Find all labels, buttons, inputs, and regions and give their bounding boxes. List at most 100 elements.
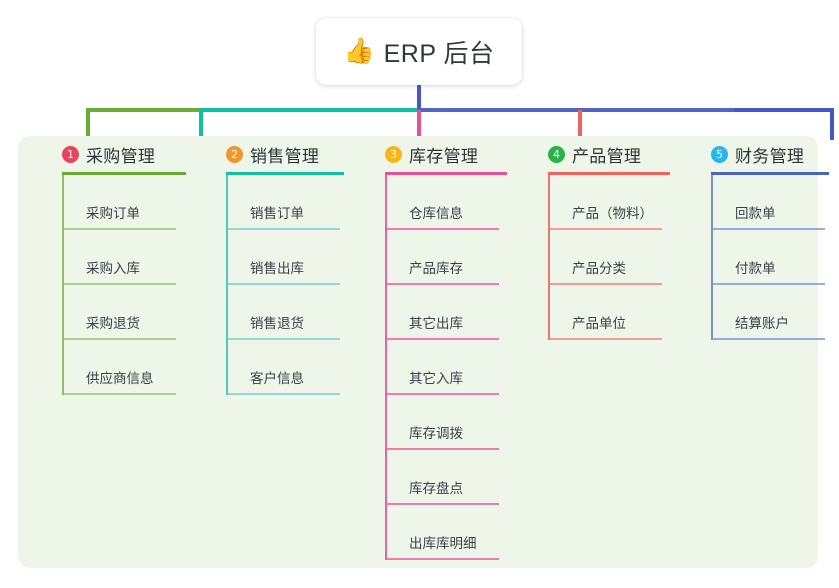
category-underline-4 [548,172,670,175]
connector-drop-category-5 [830,110,834,140]
category-column-3: 3 库存管理仓库信息产品库存其它出库其它入库库存调拨库存盘点出库库明细 [363,136,507,560]
menu-item[interactable]: 采购退货 [64,285,186,340]
menu-item-label: 其它入库 [409,371,463,386]
menu-item-underline [64,338,176,340]
category-badge-5: 5 [711,145,728,163]
menu-item[interactable]: 库存调拨 [387,395,507,450]
category-spine-5 [711,175,713,340]
menu-item-underline [550,228,662,230]
menu-item[interactable]: 产品分类 [550,230,670,285]
connector-drop-category-4 [578,110,582,140]
menu-item[interactable]: 付款单 [713,230,829,285]
menu-item-underline [387,503,499,505]
category-spine-4 [548,175,550,340]
menu-item[interactable]: 产品单位 [550,285,670,340]
menu-item[interactable]: 产品（物料） [550,175,670,230]
menu-item[interactable]: 采购订单 [64,175,186,230]
category-items-2: 销售订单销售出库销售退货客户信息 [226,175,344,395]
category-title-4: 产品管理 [572,146,642,166]
menu-item-underline [713,338,825,340]
connector-root-stem [417,85,421,111]
menu-item-underline [64,393,176,395]
category-items-4: 产品（物料） 产品分类产品单位 [548,175,670,340]
category-badge-1: 1 [62,145,79,163]
menu-item-label: 供应商信息 [86,371,154,386]
category-column-5: 5 财务管理回款单付款单结算账户 [689,136,829,340]
connector-bus-blue-right [734,108,834,112]
category-title-3: 库存管理 [409,146,479,166]
menu-item-label: 销售退货 [250,316,304,331]
menu-item-label: 回款单 [735,206,776,221]
root-node-card[interactable]: 👍 ERP 后台 [316,18,522,85]
menu-item[interactable]: 供应商信息 [64,340,186,395]
menu-item-label: 销售订单 [250,206,304,221]
connector-bus-green [86,108,200,112]
menu-item-label: 其它出库 [409,316,463,331]
menu-item-label: 库存调拨 [409,426,463,441]
menu-item-label: 客户信息 [250,371,304,386]
menu-item-label: 仓库信息 [409,206,463,221]
menu-item-underline [64,283,176,285]
menu-item-label: 付款单 [735,261,776,276]
menu-item-label: 产品（物料） [572,206,653,221]
category-spine-3 [385,175,387,560]
menu-item-underline [387,393,499,395]
connector-drop-category-2 [199,110,203,140]
category-badge-2: 2 [226,145,243,163]
menu-item[interactable]: 销售出库 [228,230,344,285]
category-items-3: 仓库信息产品库存其它出库其它入库库存调拨库存盘点出库库明细 [385,175,507,560]
menu-item-label: 产品库存 [409,261,463,276]
menu-item-label: 结算账户 [735,316,789,331]
category-spine-1 [62,175,64,395]
menu-item-underline [228,283,340,285]
menu-item[interactable]: 结算账户 [713,285,829,340]
connector-drop-category-1 [86,110,90,140]
menu-item[interactable]: 出库库明细 [387,505,507,560]
menu-item-underline [387,283,499,285]
root-node-title: ERP 后台 [383,39,495,68]
menu-item[interactable]: 产品库存 [387,230,507,285]
menu-item[interactable]: 库存盘点 [387,450,507,505]
connector-bus-teal [199,108,419,112]
category-underline-3 [385,172,507,175]
menu-item-underline [64,228,176,230]
menu-item[interactable]: 仓库信息 [387,175,507,230]
menu-item[interactable]: 客户信息 [228,340,344,395]
menu-item-label: 采购入库 [86,261,140,276]
menu-item-underline [713,283,825,285]
menu-item-label: 出库库明细 [409,536,477,551]
menu-item-label: 产品分类 [572,261,626,276]
menu-item[interactable]: 销售订单 [228,175,344,230]
menu-item-underline [713,228,825,230]
menu-item-underline [387,448,499,450]
menu-item[interactable]: 回款单 [713,175,829,230]
category-badge-3: 3 [385,145,402,163]
thumbs-up-icon: 👍 [343,37,375,65]
category-underline-1 [62,172,186,175]
menu-item-label: 库存盘点 [409,481,463,496]
menu-item-underline [228,228,340,230]
menu-item-underline [387,338,499,340]
connector-bus-blue [417,108,735,112]
menu-item-label: 采购退货 [86,316,140,331]
category-header-3[interactable]: 3 库存管理 [363,136,507,172]
menu-item-underline [550,338,662,340]
menu-item[interactable]: 销售退货 [228,285,344,340]
category-underline-2 [226,172,344,175]
menu-item[interactable]: 其它出库 [387,285,507,340]
category-title-5: 财务管理 [735,146,805,166]
menu-item[interactable]: 其它入库 [387,340,507,395]
menu-item-label: 产品单位 [572,316,626,331]
category-underline-5 [711,172,829,175]
menu-item-underline [387,228,499,230]
menu-item[interactable]: 采购入库 [64,230,186,285]
menu-item-underline [228,393,340,395]
category-header-5[interactable]: 5 财务管理 [689,136,829,172]
